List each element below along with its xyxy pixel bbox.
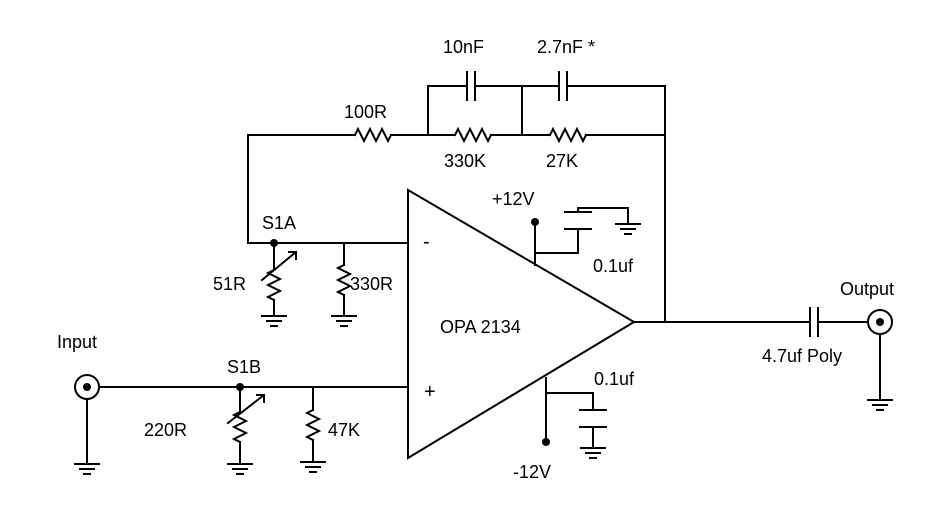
label-47k: 47K [328, 420, 360, 440]
ground-icon [300, 461, 326, 473]
label-330k: 330K [444, 151, 486, 171]
opamp-label: OPA 2134 [440, 317, 521, 337]
resistor-27k [548, 126, 588, 144]
label-s1b: S1B [227, 357, 261, 377]
noninverting-sign: + [424, 381, 436, 403]
ground-icon [867, 399, 893, 411]
resistor-220r [231, 410, 249, 444]
resistor-330k [453, 126, 493, 144]
label-plus12v: +12V [492, 189, 535, 209]
s1a-wiper [260, 250, 298, 282]
ground-icon [331, 315, 357, 327]
feedback-network [247, 71, 666, 323]
inverting-sign: - [423, 231, 430, 253]
ground-icon [261, 315, 287, 327]
label-cap-out: 4.7uf Poly [762, 346, 842, 366]
negative-supply [542, 377, 607, 459]
label-output: Output [840, 279, 894, 299]
opamp-symbol [407, 188, 636, 460]
resistor-330r [335, 263, 353, 297]
label-220r: 220R [144, 420, 187, 440]
label-10nf: 10nF [443, 37, 484, 57]
label-27k: 27K [546, 151, 578, 171]
label-2n7nf: 2.7nF * [537, 37, 595, 57]
label-cap-bot: 0.1uf [594, 369, 635, 389]
label-330r: 330R [350, 274, 393, 294]
resistor-51r [265, 268, 283, 302]
ground-icon [580, 447, 606, 459]
label-input: Input [57, 332, 97, 352]
inverting-input-network [247, 239, 409, 327]
ground-icon [615, 223, 641, 235]
label-minus12v: -12V [513, 462, 551, 482]
label-51r: 51R [213, 274, 246, 294]
label-100r: 100R [344, 102, 387, 122]
ground-icon [74, 463, 100, 475]
output-network [633, 307, 893, 411]
resistor-47k [304, 408, 322, 442]
noninverting-input-network [74, 374, 409, 475]
label-cap-top: 0.1uf [593, 256, 634, 276]
positive-supply [531, 207, 641, 266]
label-s1a: S1A [262, 213, 296, 233]
resistor-100r [353, 126, 393, 144]
ground-icon [227, 463, 253, 475]
s1b-wiper [226, 393, 266, 425]
